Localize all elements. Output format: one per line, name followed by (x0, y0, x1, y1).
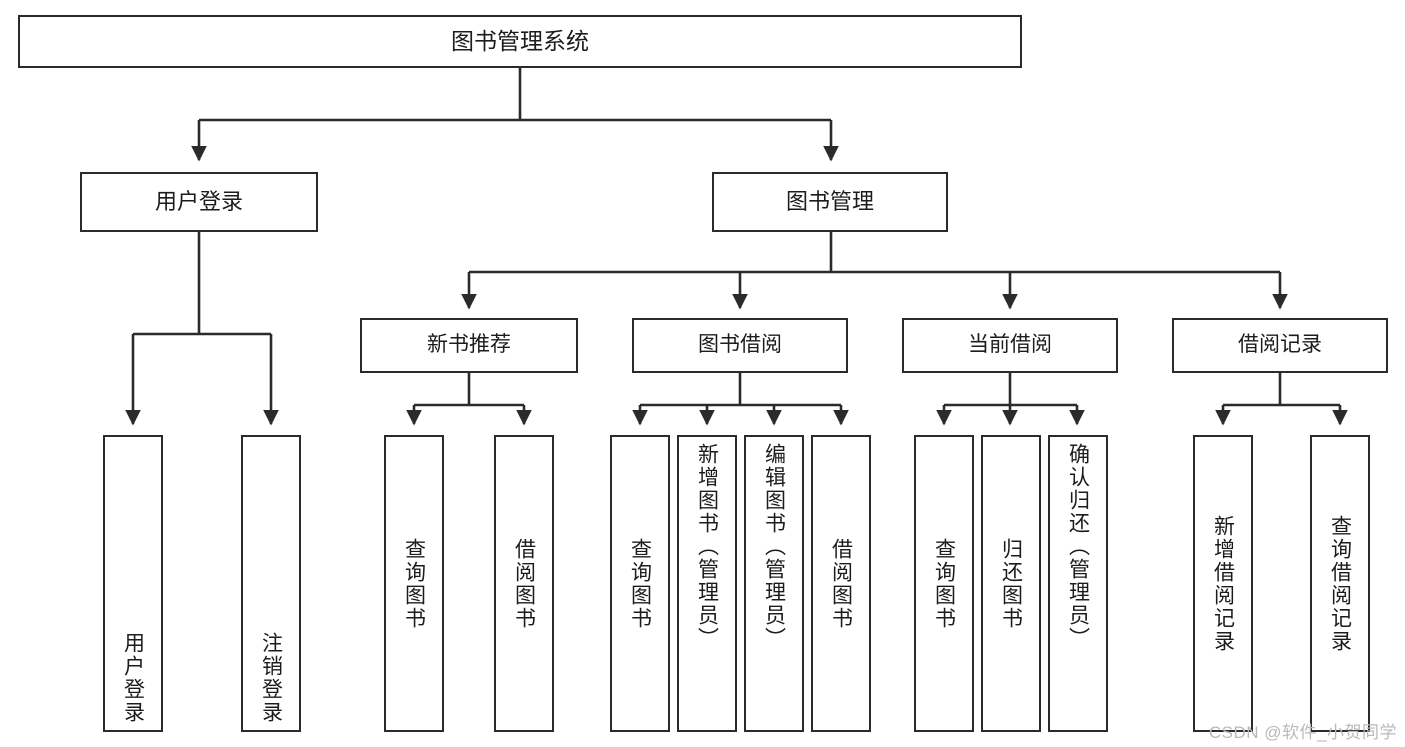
node-book-management[interactable]: 图书管理 (712, 172, 948, 232)
node-borrow-record[interactable]: 借阅记录 (1172, 318, 1388, 373)
node-book-borrow[interactable]: 图书借阅 (632, 318, 848, 373)
leaf-current-return-book[interactable]: 归还图书 (981, 435, 1041, 732)
leaf-recommend-borrow-book[interactable]: 借阅图书 (494, 435, 554, 732)
leaf-current-query-book[interactable]: 查询图书 (914, 435, 974, 732)
leaf-current-confirm-return-admin[interactable]: 确认归还（管理员） (1048, 435, 1108, 732)
leaf-record-add-record[interactable]: 新增借阅记录 (1193, 435, 1253, 732)
node-new-book-recommend[interactable]: 新书推荐 (360, 318, 578, 373)
leaf-borrow-add-book-admin[interactable]: 新增图书（管理员） (677, 435, 737, 732)
node-root-system[interactable]: 图书管理系统 (18, 15, 1022, 68)
leaf-user-login-signin[interactable]: 用户登录 (103, 435, 163, 732)
leaf-user-login-signout[interactable]: 注销登录 (241, 435, 301, 732)
node-user-login[interactable]: 用户登录 (80, 172, 318, 232)
leaf-borrow-query-book[interactable]: 查询图书 (610, 435, 670, 732)
leaf-borrow-borrow-book[interactable]: 借阅图书 (811, 435, 871, 732)
leaf-recommend-query-book[interactable]: 查询图书 (384, 435, 444, 732)
node-current-borrow[interactable]: 当前借阅 (902, 318, 1118, 373)
leaf-record-query-record[interactable]: 查询借阅记录 (1310, 435, 1370, 732)
leaf-borrow-edit-book-admin[interactable]: 编辑图书（管理员） (744, 435, 804, 732)
